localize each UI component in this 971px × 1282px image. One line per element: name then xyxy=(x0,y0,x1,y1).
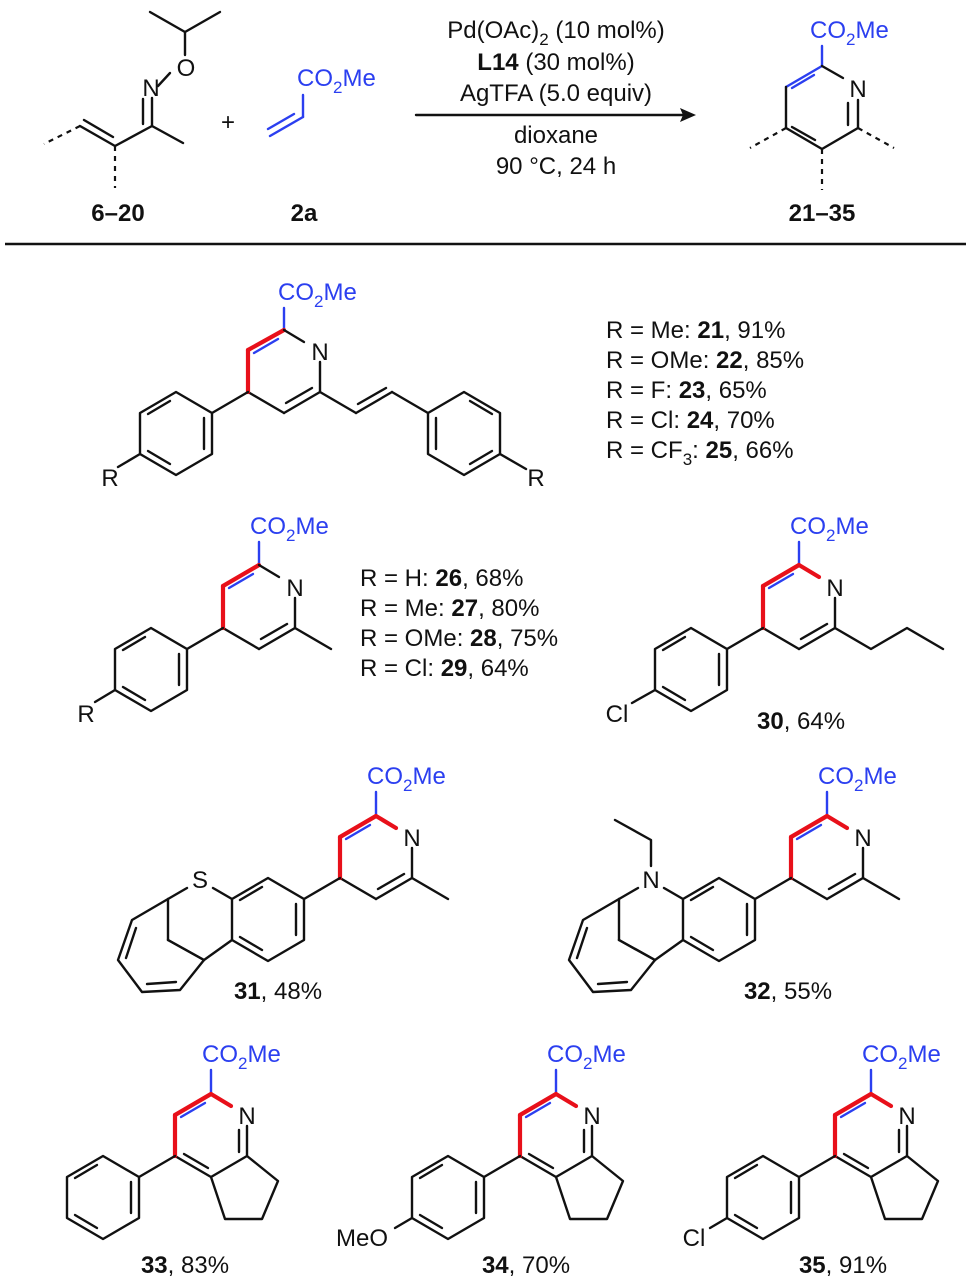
entry-22: R = OMe: 22, 85% xyxy=(606,347,804,374)
svg-text:CO2Me: CO2Me xyxy=(202,1041,281,1073)
series-b-table: R = H: 26, 68% R = Me: 27, 80% R = OMe: … xyxy=(360,565,558,682)
entry-28: R = OMe: 28, 75% xyxy=(360,625,558,652)
reaction-conditions: Pd(OAc)2 (10 mol%) L14 (30 mol%) AgTFA (… xyxy=(414,17,696,180)
r-group-left: R xyxy=(101,465,118,492)
svg-text:CO2Me: CO2Me xyxy=(818,763,897,795)
svg-text:CO2Me: CO2Me xyxy=(367,763,446,795)
label-32: 32, 55% xyxy=(744,978,832,1005)
entry-21: R = Me: 21, 91% xyxy=(606,317,785,344)
structure-30: CO2Me N Cl 30, 64% xyxy=(606,513,945,735)
label-35: 35, 91% xyxy=(799,1252,887,1279)
carbazole-nitrogen: N xyxy=(642,867,659,894)
structure-31: CO2Me N S 31, 48% xyxy=(116,763,450,1005)
svg-text:CO2Me: CO2Me xyxy=(810,17,889,49)
label-31: 31, 48% xyxy=(234,978,322,1005)
svg-text:CO2Me: CO2Me xyxy=(790,513,869,545)
pyridine-nitrogen: N xyxy=(583,1103,600,1130)
entry-27: R = Me: 27, 80% xyxy=(360,595,539,622)
chlorine: Cl xyxy=(683,1225,706,1252)
starting-material-oxime: O N 6–20 xyxy=(43,10,222,227)
solvent-text: dioxane xyxy=(514,122,598,149)
svg-text:CO2Me: CO2Me xyxy=(547,1041,626,1073)
entry-25: R = CF3: 25, 66% xyxy=(606,437,794,469)
structure-32: CO2Me N N 32, 55% xyxy=(567,763,901,1005)
temperature-text: 90 °C, 24 h xyxy=(496,153,616,180)
methyl-acrylate: CO2Me 2a xyxy=(266,65,376,227)
r-group-right: R xyxy=(527,465,544,492)
svg-text:CO2Me: CO2Me xyxy=(278,279,357,311)
entry-29: R = Cl: 29, 64% xyxy=(360,655,529,682)
structure-21-25: CO2Me N R R xyxy=(101,279,544,492)
pyridine-nitrogen: N xyxy=(238,1103,255,1130)
structure-33: CO2Me N 33, 83% xyxy=(65,1041,281,1279)
entry-26: R = H: 26, 68% xyxy=(360,565,523,592)
sulfur: S xyxy=(192,867,208,894)
co2me-label: CO xyxy=(297,65,333,92)
label-30: 30, 64% xyxy=(757,708,845,735)
product-label: 21–35 xyxy=(789,200,856,227)
label-34: 34, 70% xyxy=(482,1252,570,1279)
series-a-table: R = Me: 21, 91% R = OMe: 22, 85% R = F: … xyxy=(606,317,804,469)
entry-24: R = Cl: 24, 70% xyxy=(606,407,775,434)
methoxy: MeO xyxy=(336,1225,388,1252)
product-nitrogen: N xyxy=(849,76,866,103)
chlorine: Cl xyxy=(606,701,629,728)
acrylate-label: 2a xyxy=(291,200,318,227)
pyridine-nitrogen: N xyxy=(854,825,871,852)
product-general-pyridine: CO2Me N 21–35 xyxy=(749,17,895,227)
pyridine-nitrogen: N xyxy=(286,575,303,602)
r-group: R xyxy=(77,701,94,728)
svg-text:CO2Me: CO2Me xyxy=(250,513,329,545)
pyridine-nitrogen: N xyxy=(311,339,328,366)
label-33: 33, 83% xyxy=(141,1252,229,1279)
catalyst-text: Pd(OAc)2 (10 mol%) xyxy=(447,17,665,49)
structure-34: CO2Me N MeO 34, 70% xyxy=(336,1041,626,1279)
structure-35: CO2Me N Cl 35, 91% xyxy=(683,1041,941,1279)
ligand-text: L14 (30 mol%) xyxy=(477,49,634,76)
structure-26-29: CO2Me N R xyxy=(77,513,333,728)
oxime-nitrogen: N xyxy=(142,75,159,102)
pyridine-nitrogen: N xyxy=(898,1103,915,1130)
pyridine-nitrogen: N xyxy=(826,575,843,602)
oxidant-text: AgTFA (5.0 equiv) xyxy=(460,80,652,107)
entry-23: R = F: 23, 65% xyxy=(606,377,767,404)
oxime-oxygen: O xyxy=(177,55,196,82)
sm-label: 6–20 xyxy=(91,200,144,227)
svg-text:CO2Me: CO2Me xyxy=(862,1041,941,1073)
pyridine-nitrogen: N xyxy=(403,825,420,852)
plus-sign: + xyxy=(221,109,235,136)
svg-text:CO2Me: CO2Me xyxy=(297,65,376,97)
